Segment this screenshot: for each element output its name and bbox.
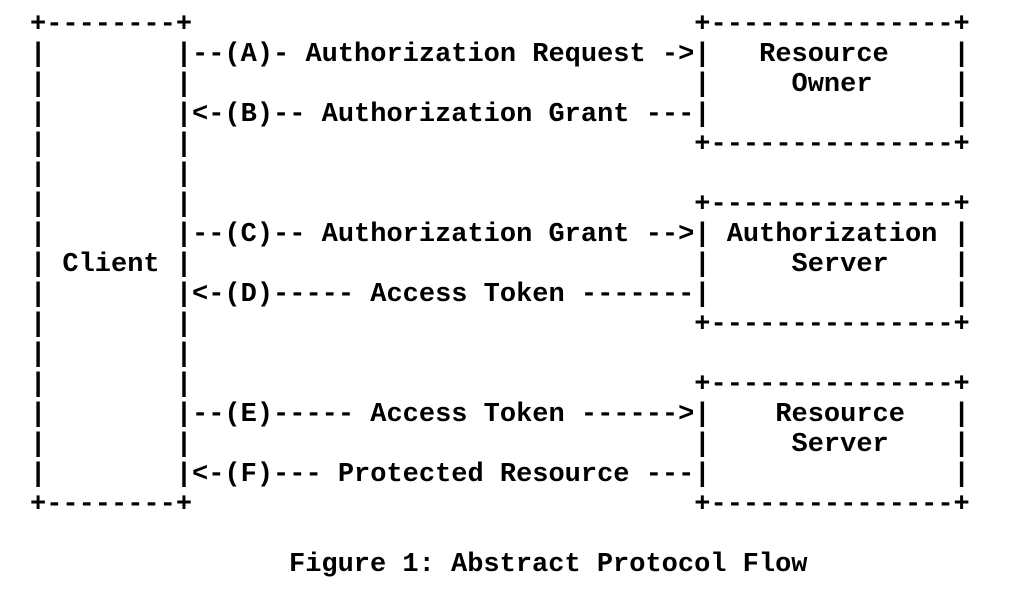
- diagram-line: +--------+ +---------------+: [30, 490, 970, 520]
- ascii-diagram: +--------+ +---------------+ | |--(A)- A…: [30, 10, 970, 520]
- diagram-line: | | +---------------+: [30, 190, 970, 220]
- diagram-line: | | | Server |: [30, 430, 970, 460]
- diagram-line: | | +---------------+: [30, 370, 970, 400]
- diagram-line: | |<-(D)----- Access Token -------| |: [30, 280, 970, 310]
- diagram-line: | | +---------------+: [30, 130, 970, 160]
- diagram-line: | Client | | Server |: [30, 250, 970, 280]
- diagram-line: | |<-(B)-- Authorization Grant ---| |: [30, 100, 970, 130]
- figure-caption: Figure 1: Abstract Protocol Flow: [289, 550, 808, 580]
- diagram-line: | |: [30, 340, 193, 370]
- diagram-line: | |--(E)----- Access Token ------>| Reso…: [30, 400, 970, 430]
- diagram-line: | |--(C)-- Authorization Grant -->| Auth…: [30, 220, 970, 250]
- diagram-line: +--------+ +---------------+: [30, 10, 970, 40]
- diagram-line: | | | Owner |: [30, 70, 970, 100]
- diagram-line: | |--(A)- Authorization Request ->| Reso…: [30, 40, 970, 70]
- diagram-line: | |: [30, 160, 193, 190]
- diagram-line: | | +---------------+: [30, 310, 970, 340]
- diagram-line: | |<-(F)--- Protected Resource ---| |: [30, 460, 970, 490]
